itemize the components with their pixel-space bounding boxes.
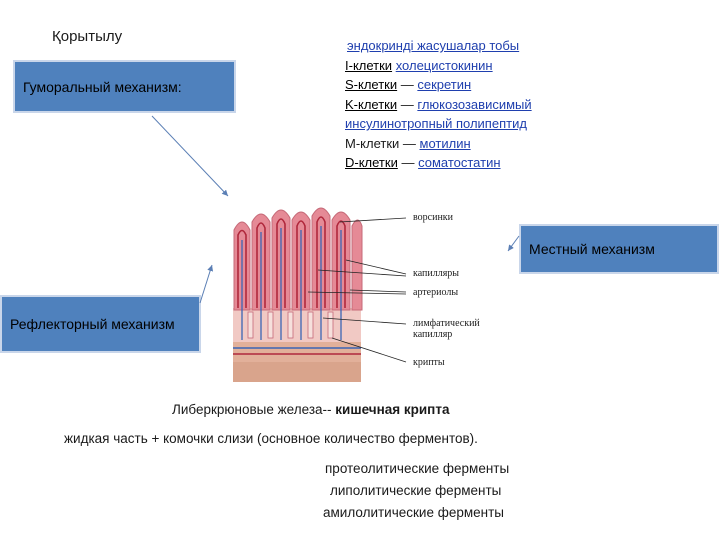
arrow-humoral [151,115,229,197]
enzyme-item: липолитические ферменты [330,483,502,498]
intestinal-villi-illustration [233,207,407,382]
label-villi: ворсинки [413,212,454,223]
local-mechanism-box: Местный механизм [519,224,719,274]
composition-line: жидкая часть + комочки слизи (основное к… [64,431,478,446]
label-arterioles: артериолы [413,287,459,298]
label-lymphatic: лимфатический [413,318,480,329]
endocrine-line: S-клетки — секретин [345,77,472,92]
humoral-mechanism-label: Гуморальный механизм: [23,78,182,95]
enzyme-item: протеолитические ферменты [325,461,510,476]
local-mechanism-label: Местный механизм [529,241,655,257]
endocrine-line: M-клетки — мотилин [345,135,471,151]
endocrine-line: инсулинотропный полипептид [345,116,527,131]
arrow-reflex [199,264,214,304]
label-capillaries: капилляры [413,268,460,279]
endocrine-line: I-клетки холецистокинин [345,57,493,73]
glands-line: Либеркрюновые железа-- кишечная крипта [172,402,450,417]
reflex-mechanism-label: Рефлекторный механизм [10,316,175,332]
enzyme-item: амилолитические ферменты [323,505,504,520]
page-title: Қорытылу [52,28,123,45]
endocrine-cells-list: эндокринді жасушалар тобы I-клетки холец… [345,36,532,173]
label-crypts: крипты [413,357,445,368]
endocrine-line: K-клетки — глюкозозависимый [345,96,532,112]
endocrine-heading: эндокринді жасушалар тобы [347,38,520,53]
label-lymph-capillary: капилляр [413,329,453,340]
humoral-mechanism-box: Гуморальный механизм: [13,60,236,113]
endocrine-line: D-клетки — соматостатин [345,155,501,170]
arrow-local [507,235,520,252]
reflex-mechanism-box: Рефлекторный механизм [0,295,201,353]
